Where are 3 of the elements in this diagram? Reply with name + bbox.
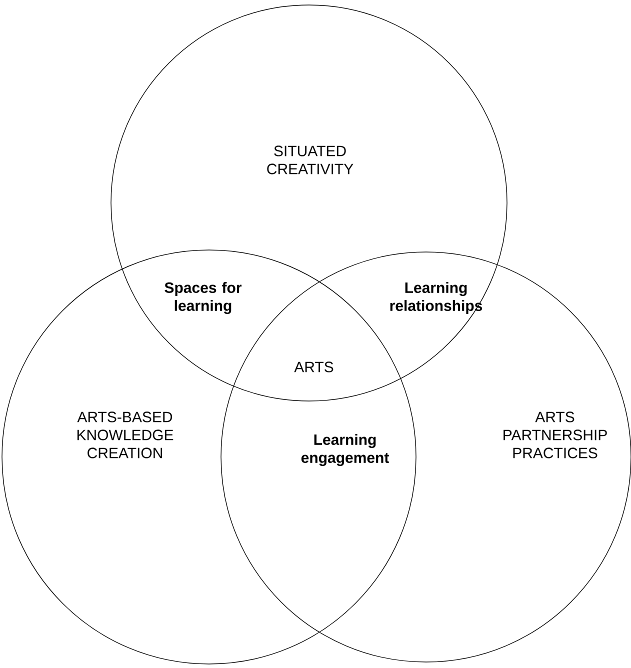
overlap-label: Learning engagement	[301, 434, 389, 466]
overlap-label: Spaces for learning	[164, 282, 242, 314]
overlap-label: ARTS	[294, 362, 334, 372]
